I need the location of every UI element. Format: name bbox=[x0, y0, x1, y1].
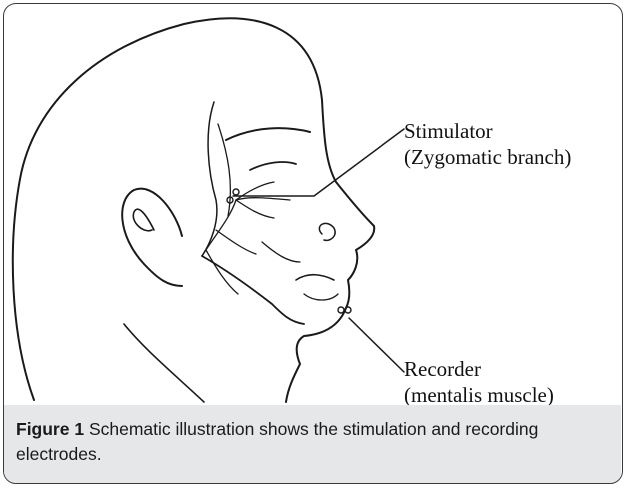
head-illustration bbox=[4, 4, 621, 405]
eyebrow bbox=[226, 128, 310, 140]
stimulator-leader-line bbox=[233, 129, 404, 196]
mouth-corner bbox=[304, 294, 338, 300]
stimulator-electrode bbox=[233, 189, 239, 195]
caption-box: Figure 1 Schematic illustration shows th… bbox=[4, 405, 621, 483]
recorder-label: Recorder bbox=[404, 356, 554, 382]
stimulator-detail: (Zygomatic branch) bbox=[404, 144, 571, 170]
ear-inner bbox=[133, 209, 154, 231]
recorder-leader-line bbox=[349, 318, 404, 372]
eye bbox=[250, 162, 296, 170]
figure-caption: Figure 1 Schematic illustration shows th… bbox=[16, 417, 611, 467]
figure-frame: Stimulator (Zygomatic branch) Recorder (… bbox=[3, 3, 623, 484]
caption-label: Figure 1 bbox=[16, 419, 84, 439]
ear-outer bbox=[122, 189, 182, 286]
temple-line bbox=[202, 102, 217, 256]
neck-back bbox=[124, 324, 204, 402]
stimulator-callout: Stimulator (Zygomatic branch) bbox=[404, 118, 571, 170]
mouth bbox=[296, 275, 334, 280]
nose-detail bbox=[319, 223, 335, 240]
facial-nerve-branches bbox=[202, 124, 290, 294]
jaw-line bbox=[202, 256, 304, 324]
head-outline bbox=[13, 18, 374, 402]
recorder-callout: Recorder (mentalis muscle) bbox=[404, 356, 554, 408]
stimulator-label: Stimulator bbox=[404, 118, 571, 144]
cheek-line bbox=[262, 242, 300, 262]
recorder-electrode bbox=[338, 307, 344, 313]
caption-text: Schematic illustration shows the stimula… bbox=[16, 419, 538, 464]
